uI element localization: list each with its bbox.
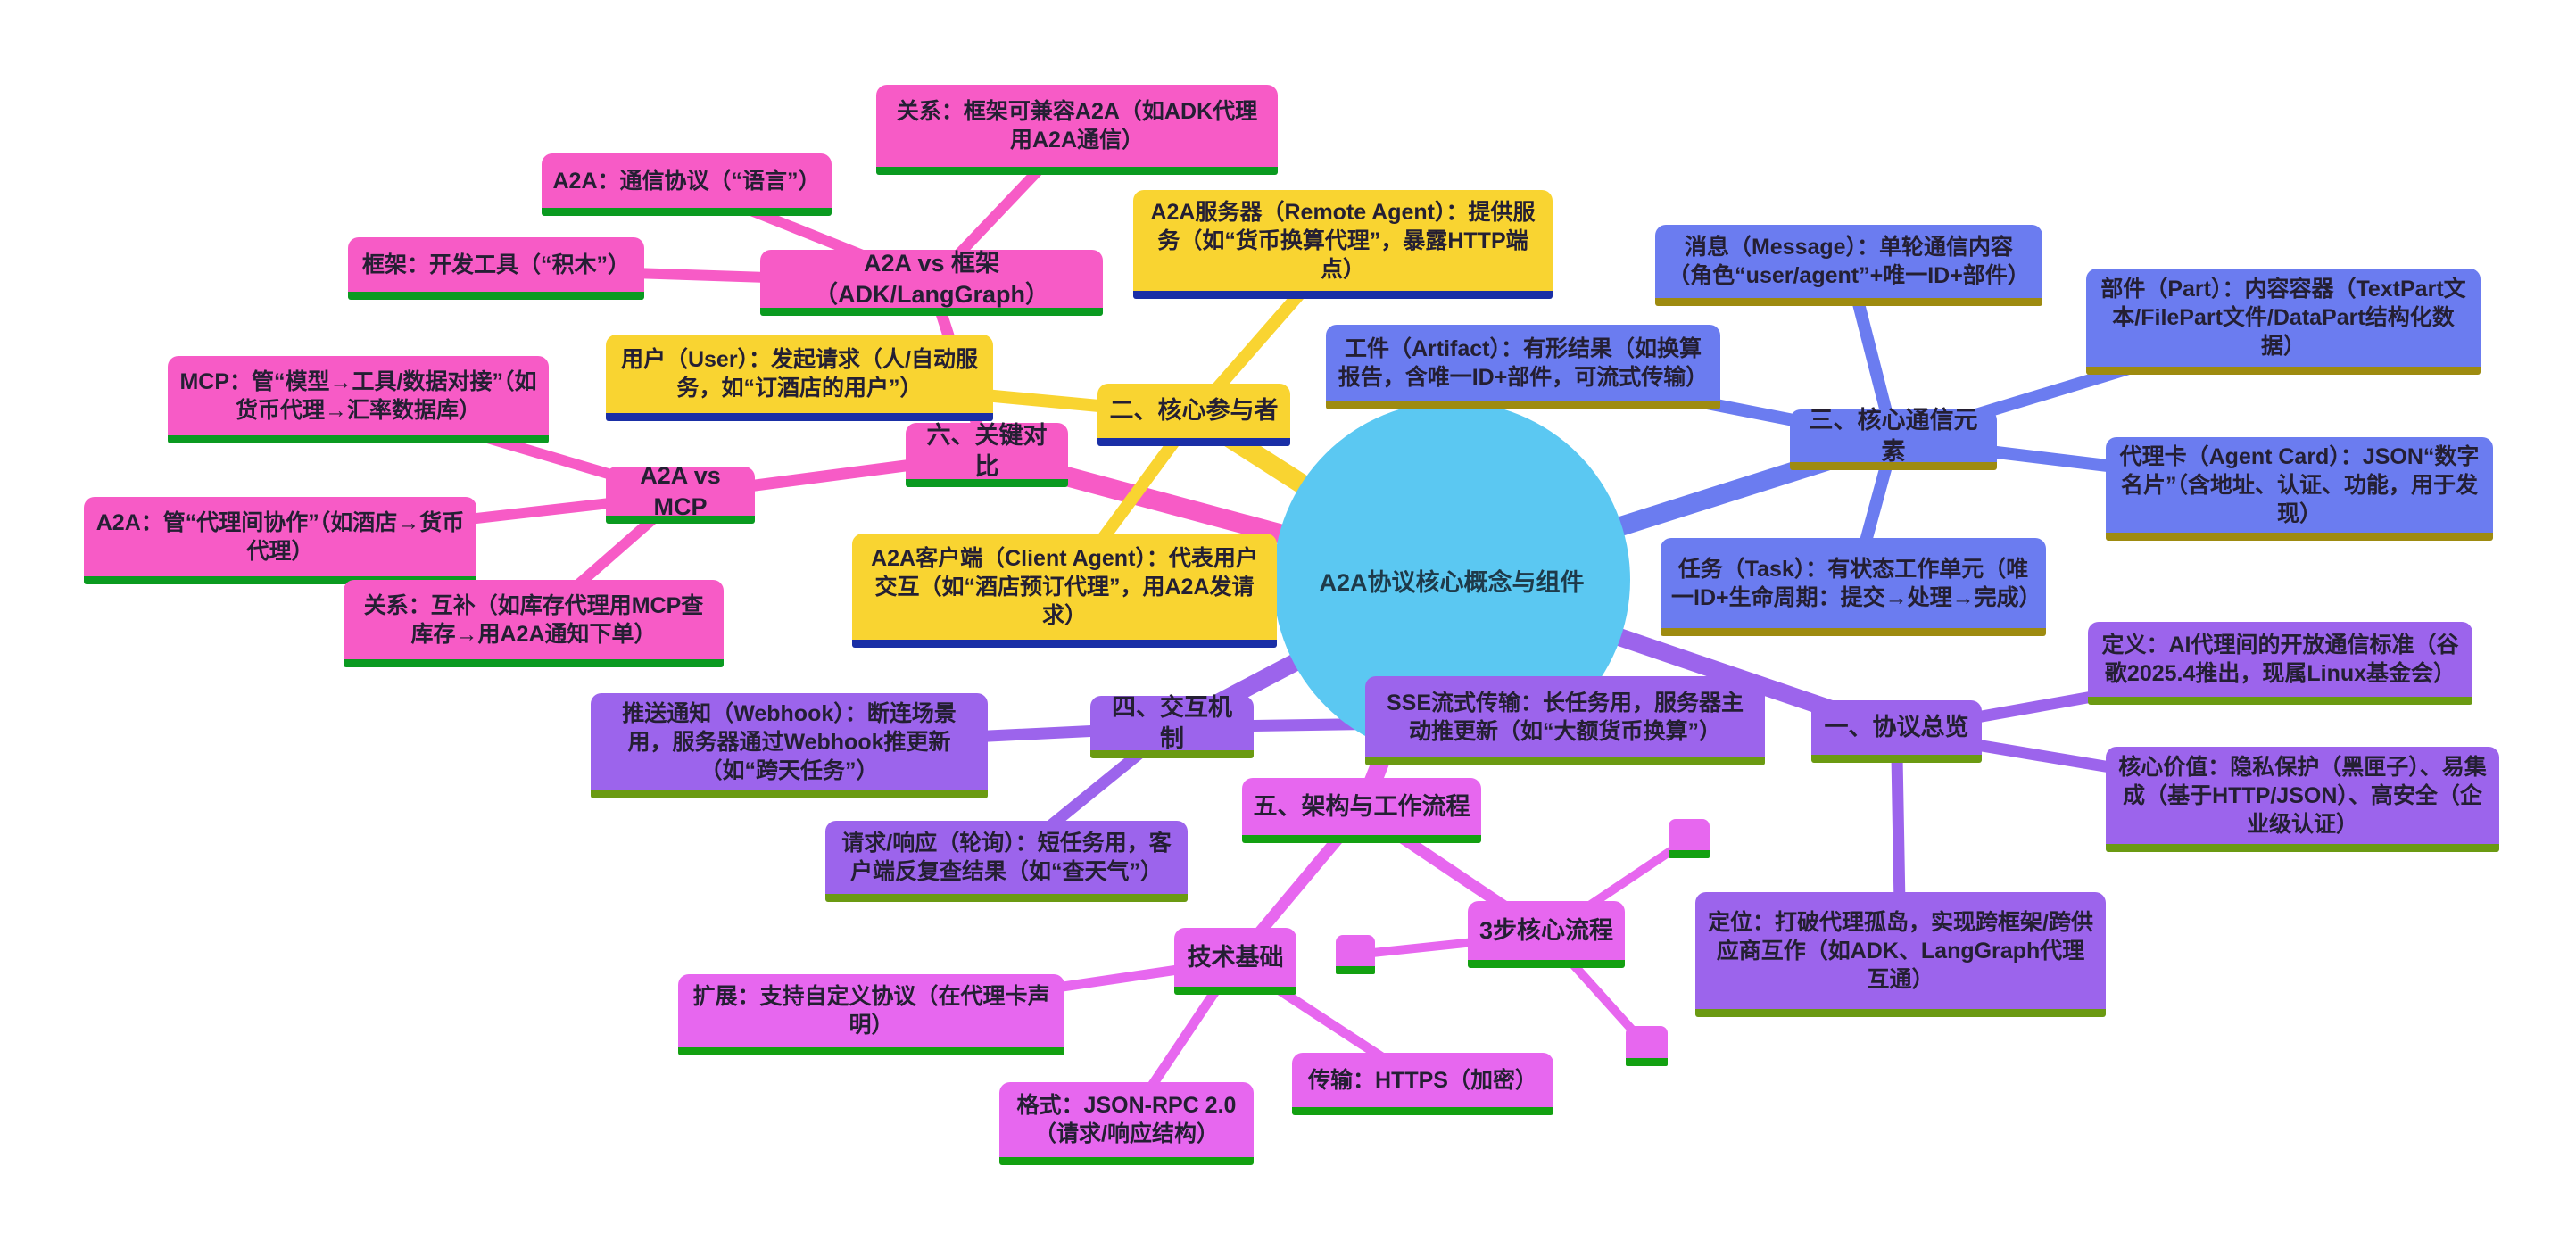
topic-node-arc-s3[interactable] <box>1626 1026 1668 1066</box>
topic-node-arc-s2[interactable] <box>1336 935 1375 974</box>
topic-node-cmp-label[interactable]: 六、关键对比 <box>906 422 1068 487</box>
topic-node-com-label[interactable]: 三、核心通信元素 <box>1790 407 1997 470</box>
topic-node-arc-s1[interactable] <box>1669 819 1710 858</box>
topic-node-ov-def[interactable]: 定义：AI代理间的开放通信标准（谷歌2025.4推出，现属Linux基金会） <box>2088 622 2472 705</box>
topic-node-ov-label[interactable]: 一、协议总览 <box>1811 700 1982 763</box>
topic-node-par-server[interactable]: A2A服务器（Remote Agent）：提供服务（如“货币换算代理”，暴露HT… <box>1133 190 1553 299</box>
topic-node-int-poll[interactable]: 请求/响应（轮询）：短任务用，客户端反复查结果（如“查天气”） <box>825 821 1188 902</box>
topic-node-arc-fmt[interactable]: 格式：JSON-RPC 2.0（请求/响应结构） <box>999 1082 1254 1165</box>
topic-node-cmp-mcp[interactable]: A2A vs MCP <box>606 462 755 524</box>
topic-node-arc-flow[interactable]: 3步核心流程 <box>1468 901 1625 968</box>
topic-node-par-user[interactable]: 用户（User）：发起请求（人/自动服务，如“订酒店的用户”） <box>606 335 993 421</box>
topic-node-cmp-mcp-def[interactable]: MCP：管“模型→工具/数据对接”（如货币代理→汇率数据库） <box>168 356 549 443</box>
topic-node-cmp-frame-rel[interactable]: 关系：框架可兼容A2A（如ADK代理用A2A通信） <box>876 85 1278 175</box>
topic-node-com-part[interactable]: 部件（Part）：内容容器（TextPart文本/FilePart文件/Data… <box>2086 269 2481 375</box>
topic-node-int-label[interactable]: 四、交互机制 <box>1090 694 1254 758</box>
topic-node-arc-ext[interactable]: 扩展：支持自定义协议（在代理卡声明） <box>678 974 1064 1055</box>
topic-node-arc-tech[interactable]: 技术基础 <box>1174 928 1296 995</box>
topic-node-ov-value[interactable]: 核心价值：隐私保护（黑匣子）、易集成（基于HTTP/JSON）、高安全（企业级认… <box>2106 747 2499 852</box>
topic-node-cmp-framework[interactable]: 框架：开发工具（“积木”） <box>348 237 644 300</box>
topic-node-arc-label[interactable]: 五、架构与工作流程 <box>1242 778 1481 843</box>
topic-node-par-label[interactable]: 二、核心参与者 <box>1097 384 1290 446</box>
topic-node-cmp-a2a-def[interactable]: A2A：管“代理间协作”（如酒店→货币代理） <box>84 497 476 584</box>
topic-node-arc-trans[interactable]: 传输：HTTPS（加密） <box>1292 1053 1553 1115</box>
topic-node-com-artifact[interactable]: 工件（Artifact）：有形结果（如换算报告，含唯一ID+部件，可流式传输） <box>1326 325 1720 409</box>
topic-node-int-push[interactable]: 推送通知（Webhook）：断连场景用，服务器通过Webhook推更新（如“跨天… <box>591 693 988 798</box>
topic-node-com-message[interactable]: 消息（Message）：单轮通信内容（角色“user/agent”+唯一ID+部… <box>1655 225 2042 306</box>
topic-node-cmp-frame[interactable]: A2A vs 框架（ADK/LangGraph） <box>760 250 1103 316</box>
topic-node-ov-pos[interactable]: 定位：打破代理孤岛，实现跨框架/跨供应商互作（如ADK、LangGraph代理互… <box>1695 892 2106 1017</box>
topic-node-cmp-a2a-lang[interactable]: A2A：通信协议（“语言”） <box>542 153 832 216</box>
topic-node-com-card[interactable]: 代理卡（Agent Card）：JSON“数字名片”（含地址、认证、功能，用于发… <box>2106 437 2493 541</box>
topic-node-cmp-rel[interactable]: 关系：互补（如库存代理用MCP查库存→用A2A通知下单） <box>344 580 724 667</box>
topic-node-int-sse[interactable]: SSE流式传输：长任务用，服务器主动推更新（如“大额货币换算”） <box>1365 676 1765 765</box>
topic-node-com-task[interactable]: 任务（Task）：有状态工作单元（唯一ID+生命周期：提交→处理→完成） <box>1661 538 2046 636</box>
topic-node-par-client[interactable]: A2A客户端（Client Agent）：代表用户交互（如“酒店预订代理”，用A… <box>852 534 1277 648</box>
